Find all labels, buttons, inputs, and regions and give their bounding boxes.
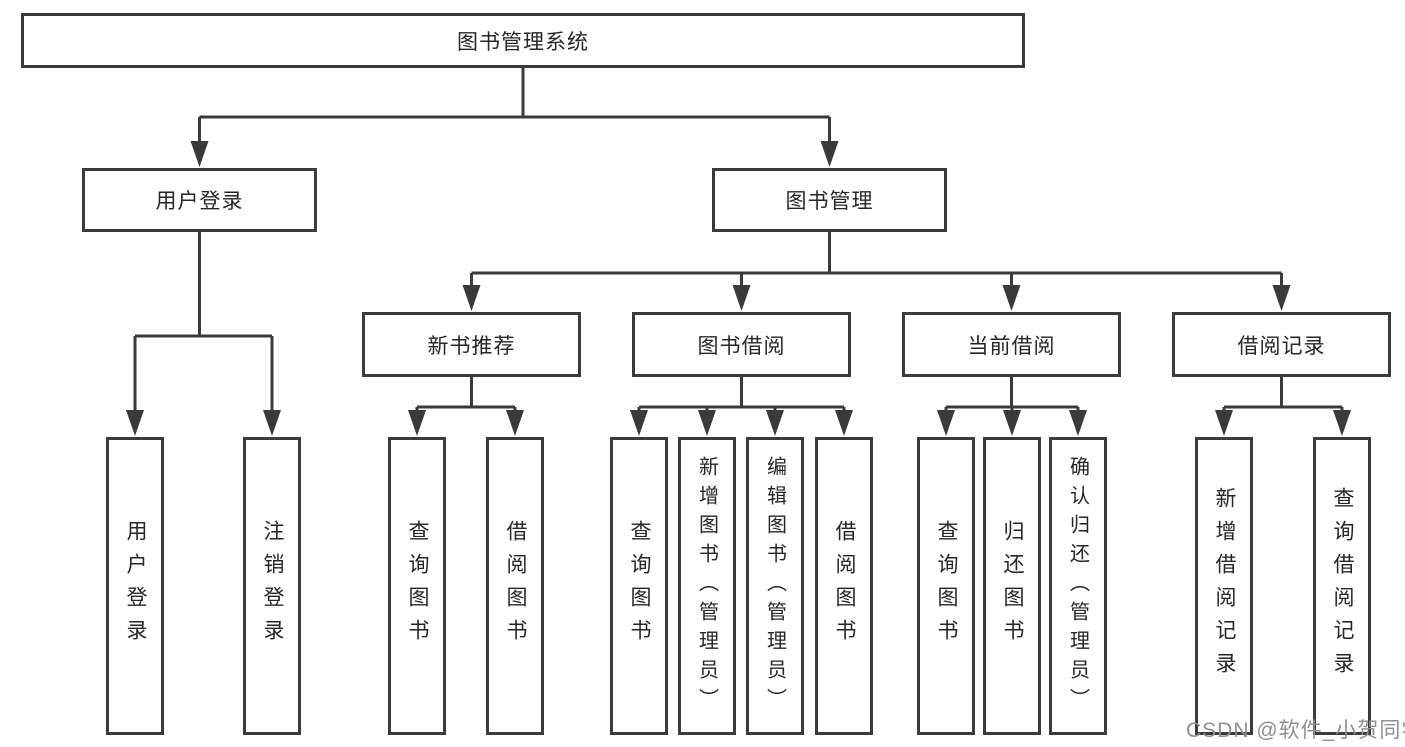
leaf-user-login: 用户登录 <box>106 437 164 735</box>
node-label: 图书管理 <box>785 190 874 213</box>
node-label: 当前借阅 <box>967 334 1056 358</box>
leaf-return-books: 归还图书 <box>983 437 1041 735</box>
node-book-management: 图书管理 <box>712 168 947 232</box>
node-user-login: 用户登录 <box>82 168 317 232</box>
leaf-add-borrow-record: 新增借阅记录 <box>1195 437 1253 735</box>
leaf-label: 新增借阅记录 <box>1213 487 1236 685</box>
leaf-query-books-1: 查询图书 <box>388 437 446 735</box>
leaf-add-book-admin: 新增图书（管理员） <box>678 437 736 735</box>
node-borrow-records: 借阅记录 <box>1172 312 1391 377</box>
arrowheads <box>126 141 1351 436</box>
node-label: 用户登录 <box>155 190 244 213</box>
connector-root-to-level2 <box>198 68 831 152</box>
leaf-label: 新增图书（管理员） <box>695 455 718 717</box>
connector-book-borrow-to-leaves <box>637 377 846 420</box>
leaf-borrow-books-2: 借阅图书 <box>815 437 873 735</box>
leaf-label: 查询图书 <box>406 520 429 652</box>
node-current-borrow: 当前借阅 <box>902 312 1121 377</box>
leaf-label: 确认归还（管理员） <box>1066 455 1089 717</box>
connector-book-mgmt-to-level3 <box>470 232 1283 296</box>
leaf-query-books-3: 查询图书 <box>917 437 975 735</box>
connector-borrow-records-to-leaves <box>1222 377 1344 420</box>
leaf-label: 查询图书 <box>628 520 651 652</box>
leaf-query-borrow-record: 查询借阅记录 <box>1313 437 1371 735</box>
leaf-label: 注销登录 <box>261 520 284 652</box>
node-label: 借阅记录 <box>1237 334 1326 358</box>
leaf-label: 借阅图书 <box>833 520 856 652</box>
leaf-logout: 注销登录 <box>243 437 301 735</box>
node-label: 图书借阅 <box>697 334 786 358</box>
csdn-watermark: CSDN @软件_小贺同学 <box>1186 719 1405 742</box>
leaf-confirm-return-admin: 确认归还（管理员） <box>1049 437 1107 735</box>
node-label: 新书推荐 <box>427 334 516 358</box>
leaf-label: 编辑图书（管理员） <box>763 455 786 717</box>
connector-new-books-to-leaves <box>415 377 517 420</box>
node-book-borrow: 图书借阅 <box>632 312 851 377</box>
leaf-edit-book-admin: 编辑图书（管理员） <box>746 437 804 735</box>
node-new-book-recommend: 新书推荐 <box>362 312 581 377</box>
node-label: 图书管理系统 <box>457 30 589 54</box>
node-root-library-management-system: 图书管理系统 <box>21 13 1025 68</box>
leaf-label: 借阅图书 <box>504 520 527 652</box>
leaf-query-books-2: 查询图书 <box>610 437 668 735</box>
leaf-label: 查询图书 <box>935 520 958 652</box>
leaf-label: 查询借阅记录 <box>1331 487 1354 685</box>
leaf-label: 归还图书 <box>1001 520 1024 652</box>
leaf-label: 用户登录 <box>124 520 147 652</box>
connector-user-login-to-leaves <box>133 232 274 420</box>
leaf-borrow-books-1: 借阅图书 <box>486 437 544 735</box>
